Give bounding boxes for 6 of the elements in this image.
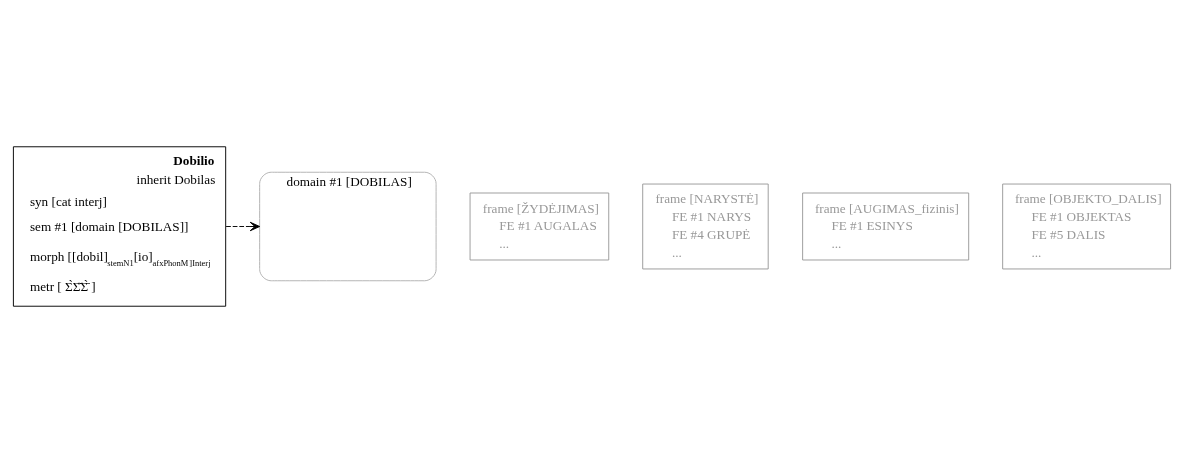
node-box: frame [OBJEKTO_DALIS] FE #1 OBJEKTAS FE #5 DALIS ...: [1002, 183, 1172, 269]
node-box: domain #1 [DOBILAS]: [259, 171, 437, 281]
node-box: frame [NARYSTĖ] FE #1 NARYS FE #4 GRUPĖ ...: [642, 183, 769, 269]
arrow: [225, 221, 261, 231]
node-box: frame [AUGIMAS_fizinis] FE #1 ESINYS ...: [802, 192, 970, 260]
node-box: frame [ŽYDĖJIMAS] FE #1 AUGALAS ...: [469, 192, 610, 260]
